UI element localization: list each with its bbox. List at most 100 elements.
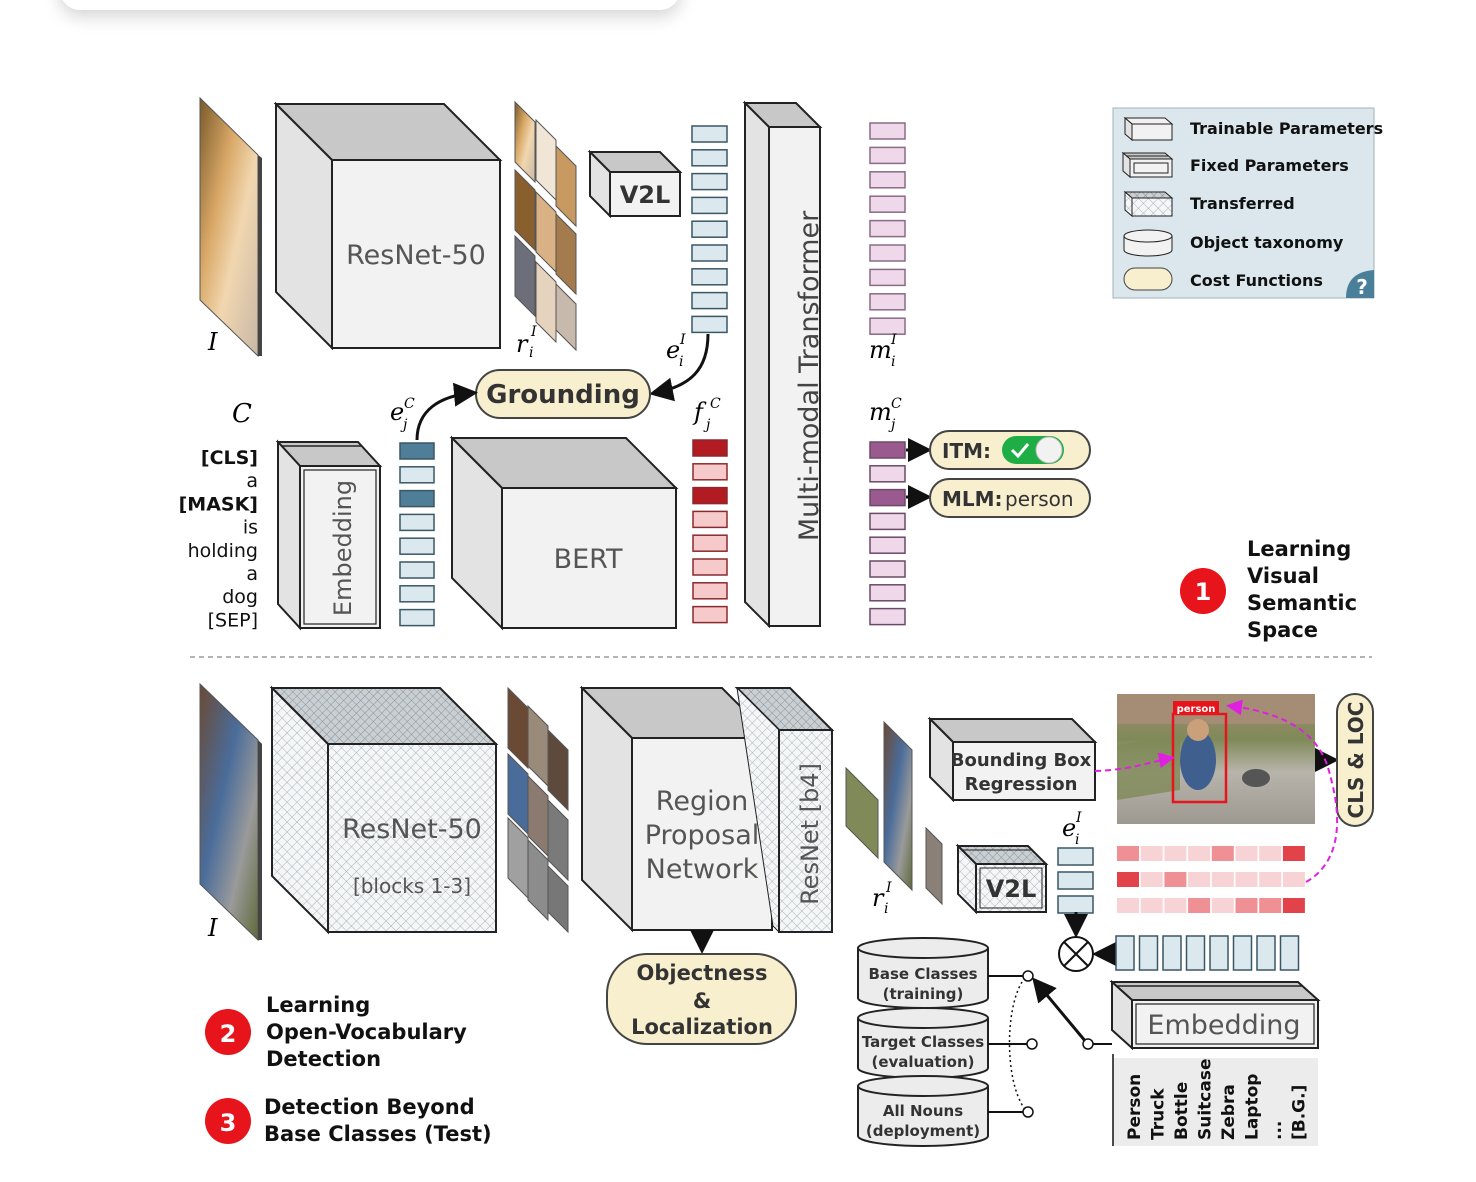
emb-label-stage2-sup: I [1075, 810, 1082, 826]
score-cell [1211, 898, 1234, 913]
caption-embedding-column [399, 442, 435, 627]
f-caption-cell [692, 534, 728, 552]
bert-cube [449, 435, 679, 631]
vocab-word: Truck [1149, 1088, 1169, 1140]
score-cell [1188, 898, 1211, 913]
f-caption-cell [692, 558, 728, 576]
help-icon[interactable]: ? [1346, 270, 1374, 299]
m-cap-label-sub: j [888, 417, 896, 433]
caption-embedding-cell [399, 537, 435, 555]
legend-transferred-icon [1123, 190, 1174, 218]
score-cell [1259, 872, 1282, 887]
caption-token: a [246, 563, 258, 585]
mlm-key: MLM: [942, 487, 1003, 511]
transformer-label: Multi-modal Transformer [794, 210, 825, 541]
f-caption-cell [692, 486, 728, 505]
image-label-I: I [207, 328, 218, 356]
caption-token: dog [222, 586, 258, 608]
image-embedding-cell [691, 196, 728, 215]
grounding-label: Grounding [486, 380, 640, 410]
input-image-dog [199, 96, 262, 358]
embedding-stage2-cell [1057, 895, 1094, 914]
svg-text:?: ? [1356, 275, 1368, 299]
f-caption-cell [692, 582, 728, 600]
bbox-label-line1: Bounding Box [951, 750, 1092, 771]
step2-number: 2 [220, 1020, 237, 1048]
m-image-cell [869, 293, 906, 311]
product-operator-icon [1058, 936, 1094, 972]
embedding-cube-stage1 [275, 439, 383, 631]
vocab-embedding-cell [1138, 935, 1159, 971]
step2-title-line3: Detection [266, 1047, 381, 1071]
resnet50-blocks-cube [269, 685, 499, 935]
db-base-classes [857, 937, 989, 1009]
score-cell [1235, 898, 1258, 913]
step3-number: 3 [220, 1109, 237, 1137]
resnet50-label: ResNet-50 [346, 240, 486, 271]
score-cell [1117, 846, 1139, 861]
score-cell [1164, 898, 1187, 913]
f-label: f [692, 398, 707, 426]
step1-title-line2: Visual [1247, 564, 1319, 588]
step3-title-line1: Detection Beyond [264, 1095, 475, 1119]
m-image-column [869, 122, 906, 335]
m-image-cell [869, 219, 906, 238]
region-label-stage2: r [872, 884, 885, 912]
m-caption-column [869, 441, 906, 626]
region-label-stage2-sup: I [885, 880, 892, 896]
caption-token: a [246, 470, 258, 492]
caption-token: [SEP] [208, 609, 258, 631]
image-embedding-cell [691, 125, 728, 143]
vocab-embedding-cell [1115, 935, 1135, 971]
v2l-cube-stage1 [587, 149, 683, 219]
rpn-label-line1: Region [656, 786, 748, 817]
bert-label: BERT [554, 544, 623, 575]
score-cell [1235, 846, 1258, 861]
score-cell [1259, 898, 1282, 913]
caption-embedding-cell [399, 585, 435, 603]
bbox-regression-cube [927, 716, 1098, 803]
embedding-stage2-cell [1057, 871, 1094, 890]
m-caption-cell [869, 536, 906, 554]
step1-title-line4: Space [1247, 618, 1318, 642]
step1-number: 1 [1195, 578, 1212, 606]
caption-token: holding [188, 540, 258, 562]
vocab-embedding-row [1115, 935, 1300, 971]
image-embedding-cell [691, 315, 728, 334]
score-cell [1282, 898, 1305, 913]
image-embedding-cell [691, 291, 728, 310]
mlm-value: person [1005, 487, 1074, 511]
embedding-label-stage1: Embedding [329, 480, 357, 616]
f-caption-cell [692, 605, 728, 624]
m-img-label-sup: I [890, 332, 897, 348]
resnet-b4-block [734, 686, 835, 934]
embedding-cube-stage2 [1109, 979, 1321, 1051]
caption-embedding-cell [399, 442, 435, 460]
top-shadow [60, 0, 680, 10]
legend-transferred: Transferred [1190, 194, 1295, 213]
legend-fixed-icon [1121, 151, 1174, 179]
m-img-label-sub: i [891, 354, 895, 370]
score-cell [1282, 846, 1305, 861]
emb-cap-label-sub: j [400, 417, 408, 433]
score-cell [1164, 872, 1187, 887]
caption-embedding-cell [399, 489, 435, 508]
f-caption-column [692, 439, 728, 624]
score-cell [1117, 872, 1139, 887]
m-image-cell [869, 146, 906, 165]
resnet50-sub-label: [blocks 1-3] [353, 874, 471, 898]
m-image-cell [869, 195, 906, 213]
itm-toggle[interactable] [1002, 436, 1064, 464]
region-crops-stage2 [845, 720, 943, 906]
score-cell [1282, 872, 1305, 887]
db-base-line2: (training) [883, 985, 964, 1003]
image-embedding-cell [691, 268, 728, 286]
image-label-I-stage2: I [207, 914, 218, 942]
taxonomy-switch[interactable] [988, 970, 1112, 1118]
vocab-embedding-cell [1279, 935, 1300, 971]
db-target-classes [857, 1007, 989, 1079]
step2-badge [205, 1009, 251, 1055]
m-caption-cell [869, 488, 906, 507]
m-img-label: m [869, 336, 892, 364]
